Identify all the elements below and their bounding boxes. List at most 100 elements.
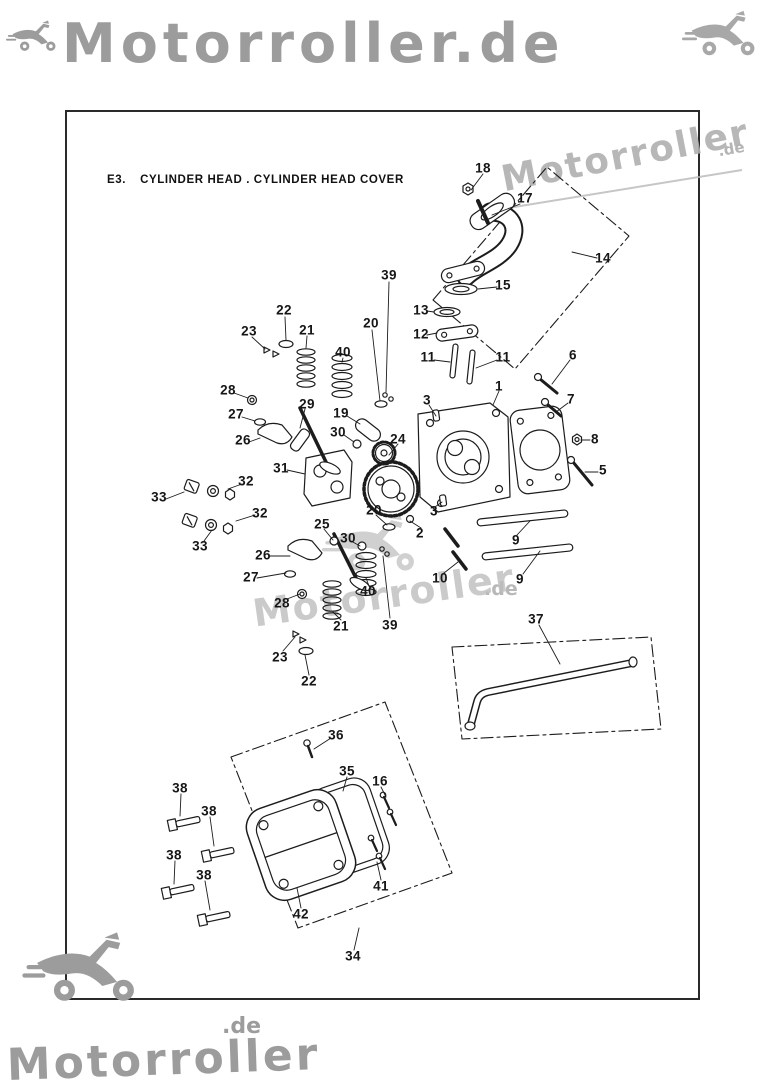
group-valve-cover [230, 701, 453, 929]
callout-21-45: 21 [333, 618, 349, 634]
plate-12 [435, 324, 479, 342]
callout-40-13: 40 [335, 344, 351, 360]
callout-33-29: 33 [151, 489, 167, 505]
callout-7-24: 7 [567, 391, 575, 407]
callout-6-23: 6 [569, 347, 577, 363]
callout-17-1: 17 [517, 190, 533, 206]
callout-38-53: 38 [201, 803, 217, 819]
callout-39-8: 39 [381, 267, 397, 283]
callout-11-6: 11 [420, 349, 436, 365]
watermark-brand-header: Motorroller.de [62, 12, 565, 75]
callout-28-14: 28 [220, 382, 236, 398]
callout-8-25: 8 [591, 431, 599, 447]
screws-16 [379, 791, 398, 827]
spring-21-lower [322, 580, 342, 620]
callout-20-9: 20 [363, 315, 379, 331]
spring-21-upper [296, 348, 316, 388]
callout-25-32: 25 [314, 516, 330, 532]
callout-27-38: 27 [243, 569, 259, 585]
group-valvetrain-lower [283, 523, 396, 656]
callout-28-42: 28 [274, 595, 290, 611]
callout-42-57: 42 [293, 906, 309, 922]
callout-13-4: 13 [413, 302, 429, 318]
callout-14-2: 14 [595, 250, 611, 266]
spring-40-upper [331, 353, 353, 399]
group-adjusters [181, 478, 236, 535]
callout-21-12: 21 [299, 322, 315, 338]
callout-29-16: 29 [299, 396, 315, 412]
callout-9-41: 9 [516, 571, 524, 587]
scooter-logo-icon [18, 925, 153, 1005]
callout-22-48: 22 [301, 673, 317, 689]
callout-38-52: 38 [172, 780, 188, 796]
callout-40-43: 40 [360, 583, 376, 599]
callout-12-5: 12 [413, 326, 429, 342]
valve-guide-29 [289, 428, 311, 452]
callout-3-21: 3 [423, 392, 431, 408]
callout-22-10: 22 [276, 302, 292, 318]
callout-16-51: 16 [372, 773, 388, 789]
rocker-arm-upper [257, 422, 293, 445]
group-camshaft [352, 418, 420, 518]
insulator-15 [444, 282, 478, 296]
callout-30-19: 30 [330, 424, 346, 440]
diagram-code: E3. [107, 174, 127, 186]
callout-38-54: 38 [166, 847, 182, 863]
callout-26-35: 26 [255, 547, 271, 563]
leader-lines [165, 173, 599, 951]
callout-38-55: 38 [196, 867, 212, 883]
spring-40-lower [355, 551, 377, 597]
callout-36-49: 36 [328, 727, 344, 743]
pin-2 [405, 514, 415, 524]
screw-36 [303, 739, 314, 759]
callout-19-18: 19 [333, 405, 349, 421]
watermark-swoosh-line [507, 169, 743, 209]
diagram-name: CYLINDER HEAD . CYLINDER HEAD COVER [140, 174, 404, 186]
stud-17 [476, 199, 490, 225]
callout-41-56: 41 [373, 878, 389, 894]
dash-box-34 [230, 701, 453, 929]
callout-10-40: 10 [432, 570, 448, 586]
group-cylinder-head [405, 402, 571, 524]
group-valvetrain-upper [246, 339, 394, 475]
retainer-22 [278, 339, 294, 349]
callout-2-36: 2 [416, 525, 424, 541]
callout-34-58: 34 [345, 948, 361, 964]
diagram-frame [65, 110, 700, 1000]
callout-32-28: 32 [238, 473, 254, 489]
callout-15-3: 15 [495, 277, 511, 293]
cylinder-head-body [417, 402, 511, 513]
callout-3-37: 3 [430, 503, 438, 519]
callout-37-46: 37 [528, 611, 544, 627]
dash-box-37 [451, 636, 662, 740]
callout-20-33: 20 [366, 502, 382, 518]
valve-cover-42 [245, 788, 357, 902]
nut-18 [462, 182, 474, 196]
group-breather-pipe [451, 636, 662, 740]
screws-41 [367, 834, 387, 871]
rocker-arm-lower [287, 538, 323, 561]
camshaft [354, 418, 382, 442]
callout-23-11: 23 [241, 323, 257, 339]
callout-27-15: 27 [228, 406, 244, 422]
callout-1-22: 1 [495, 378, 503, 394]
diagram-title: E3. CYLINDER HEAD . CYLINDER HEAD COVER [107, 174, 404, 186]
group-studs [443, 509, 574, 571]
callout-5-26: 5 [599, 462, 607, 478]
callout-35-50: 35 [339, 763, 355, 779]
group-intake-manifold [432, 166, 630, 385]
watermark-de-bottom: .de [222, 1014, 262, 1039]
watermark-de-middle: .de [484, 578, 518, 600]
callout-33-31: 33 [192, 538, 208, 554]
callout-32-30: 32 [252, 505, 268, 521]
callout-26-17: 26 [235, 432, 251, 448]
callout-11-7: 11 [495, 349, 511, 365]
callout-24-20: 24 [390, 431, 406, 447]
callout-23-47: 23 [272, 649, 288, 665]
group-right-fasteners [533, 372, 594, 487]
watermark-brand-bottom: Motorroller [6, 1029, 322, 1085]
callout-31-27: 31 [273, 460, 289, 476]
callout-18-0: 18 [475, 160, 491, 176]
